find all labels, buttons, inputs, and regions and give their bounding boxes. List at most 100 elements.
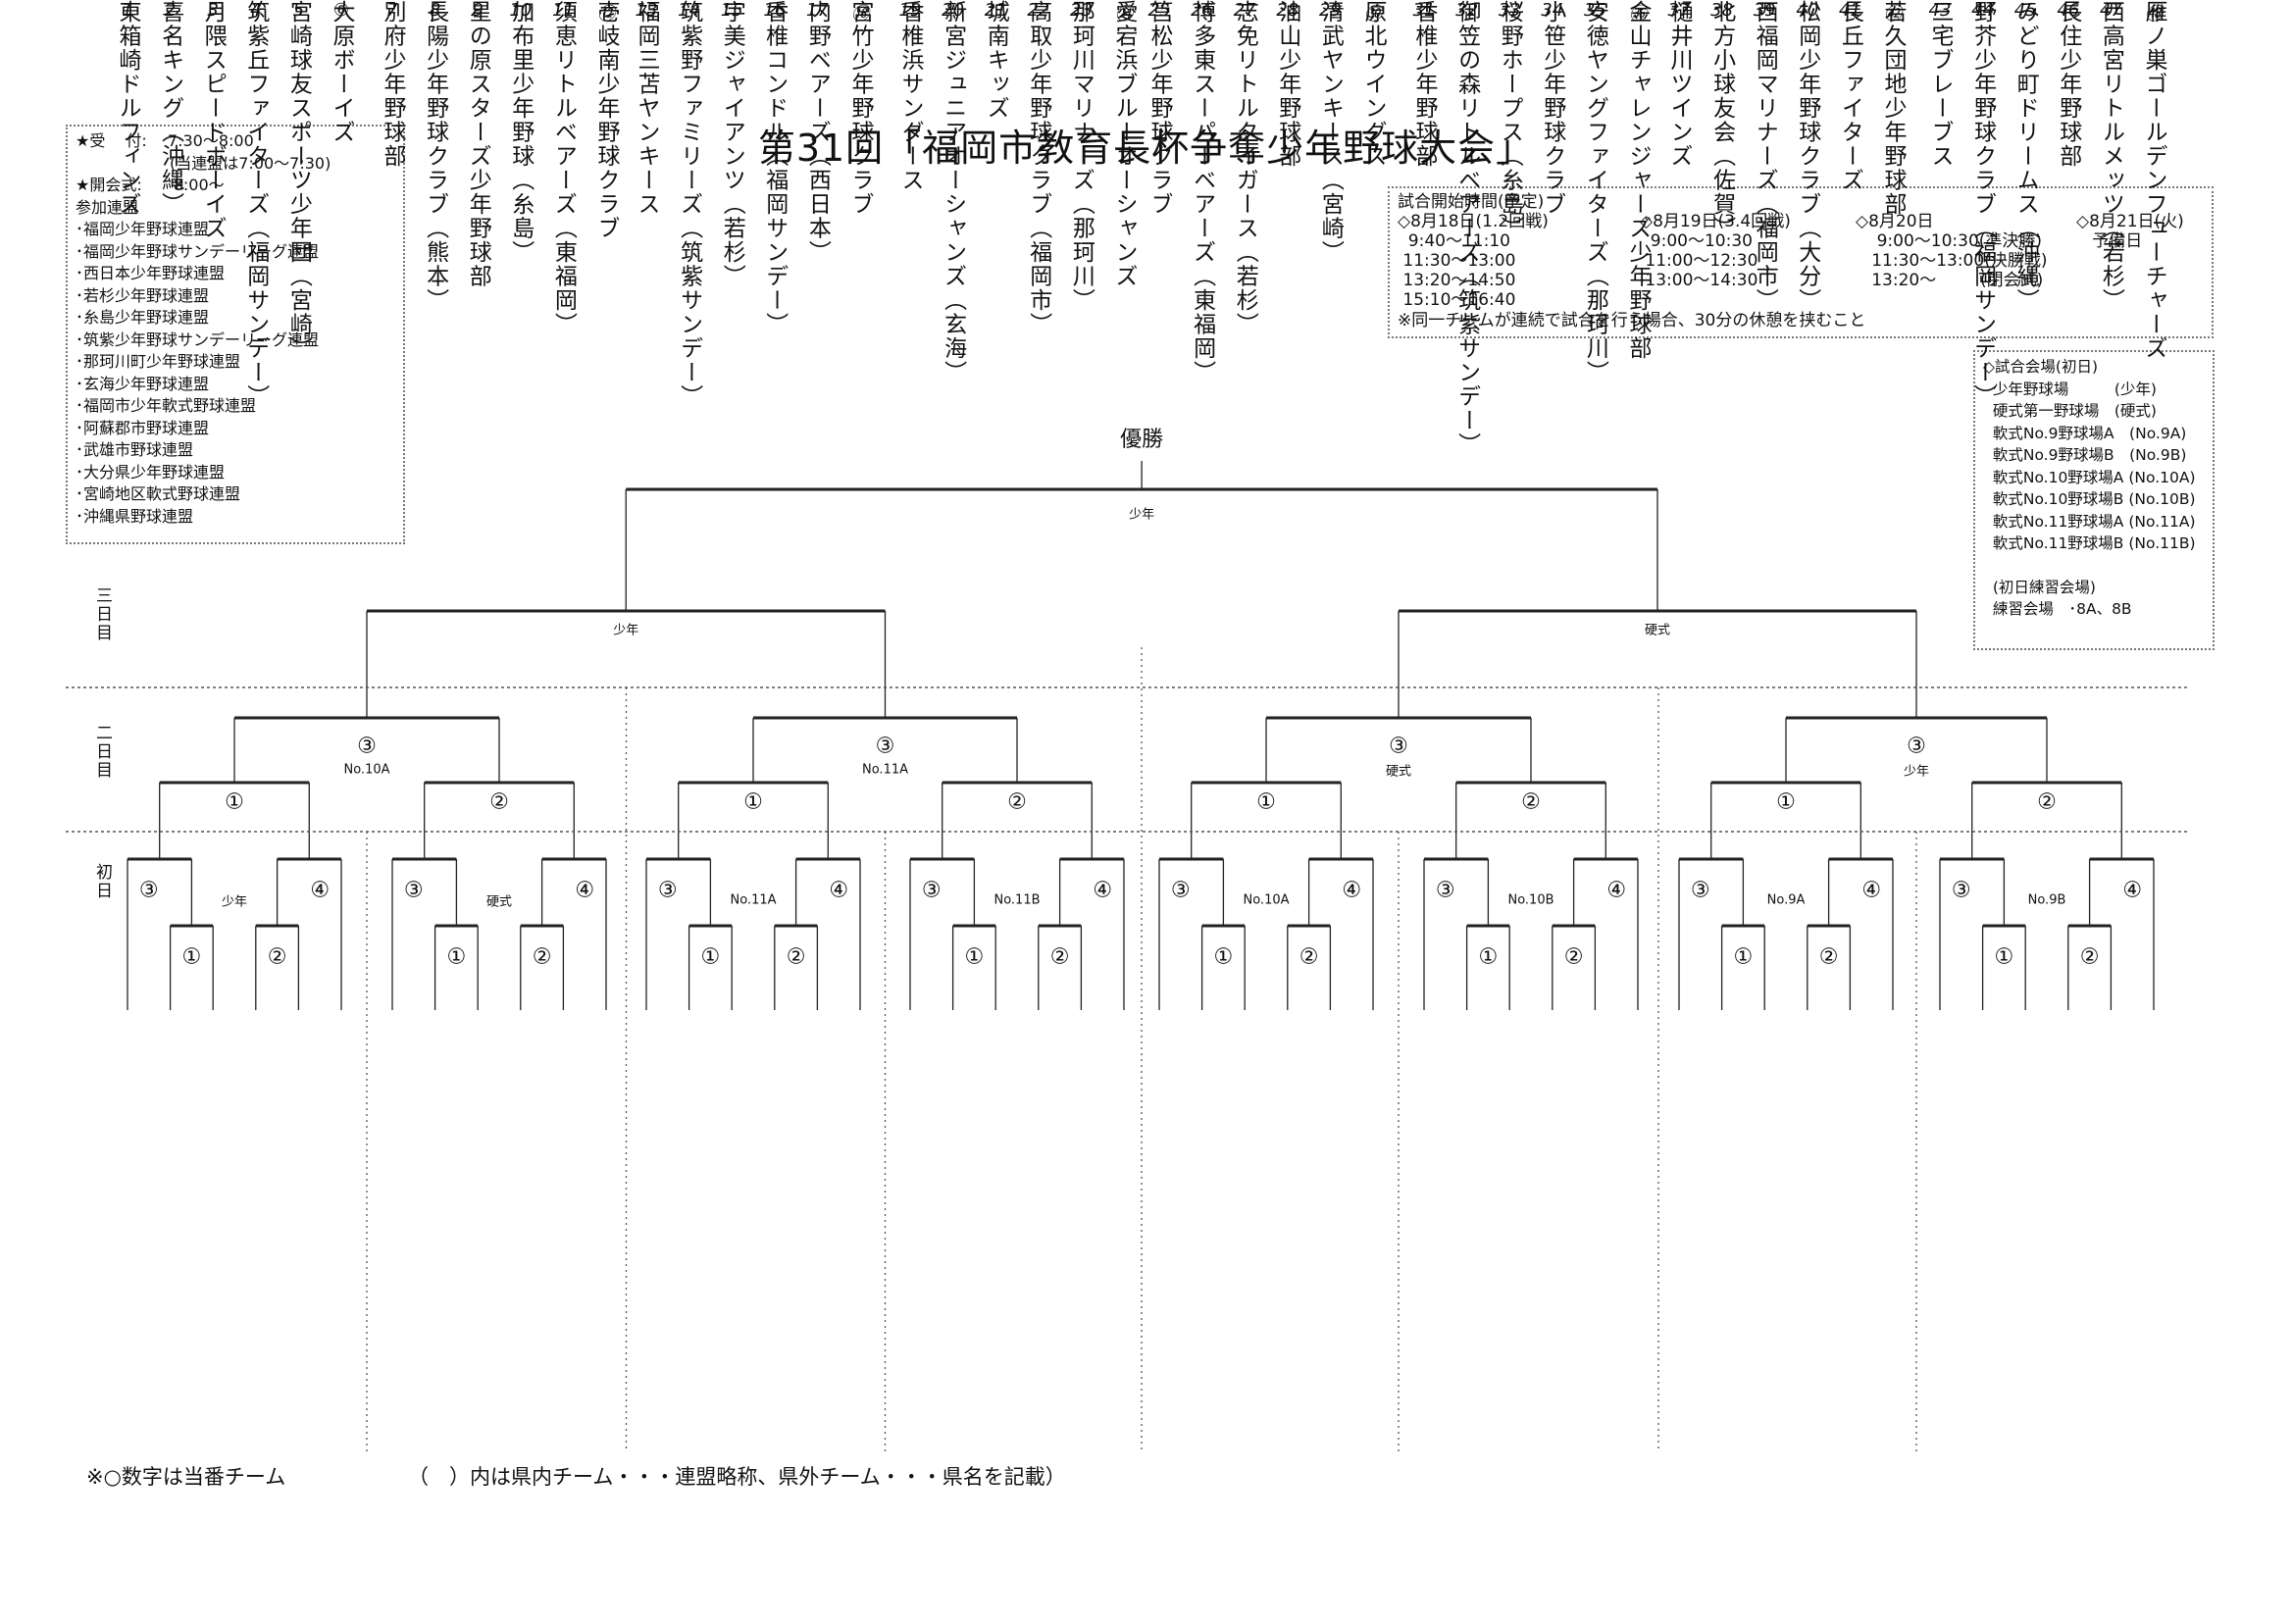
team-name: 壱岐南少年野球クラブ — [593, 0, 619, 240]
team-number: ⑱ — [851, 4, 869, 25]
team-number: 34 — [1541, 0, 1564, 21]
team-name: 清武ヤンキース（宮崎） — [1317, 0, 1344, 265]
venue-label: No.10A — [1243, 892, 1290, 908]
team-number: 33 — [1498, 0, 1521, 21]
team-name: 西福岡マリナーズ（福岡市） — [1752, 0, 1778, 313]
venue-label: 硬式 — [1644, 623, 1671, 638]
venue-line: 軟式No.10野球場A (No.10A) — [1983, 468, 2196, 486]
schedule-col-times: 予備日 — [2076, 231, 2143, 251]
team-number: 16 — [763, 0, 787, 21]
team-number: 22 — [1027, 0, 1050, 21]
venue-line: 軟式No.10野球場B (No.10B) — [1983, 490, 2196, 508]
match-number: ① — [181, 944, 202, 970]
team-name: 大原ボーイズ — [329, 0, 354, 144]
venue-line: 軟式No.9野球場B (No.9B) — [1983, 446, 2187, 464]
team-number: 9 — [472, 0, 484, 21]
team-name: 加布里少年野球（糸島） — [507, 0, 534, 265]
team-name: 星の原スターズ少年野球部 — [465, 0, 491, 288]
footer-note-parentheses: （ ）内は県内チーム・・・連盟略称、県外チーム・・・県名を記載） — [408, 1465, 1066, 1489]
match-number: ③ — [403, 878, 424, 903]
info-line: ･武雄市野球連盟 — [76, 440, 194, 459]
match-number: ② — [1007, 789, 1027, 815]
venue-box: ◇試合会場(初日) 少年野球場 (少年) 硬式第一野球場 (硬式) 軟式No.9… — [1973, 350, 2215, 650]
info-line: ･福岡市少年軟式野球連盟 — [76, 396, 257, 415]
schedule-col-times: 9:00～10:30(準決勝) 11:30～13:00(決勝戦) 13:20～ … — [1871, 231, 2048, 290]
team-number: 17 — [805, 0, 829, 21]
match-number: ① — [700, 944, 721, 970]
team-name: 油山少年野球部 — [1274, 0, 1300, 169]
team-name: 宮崎球友スポーツ少年団（宮崎） — [285, 0, 312, 361]
schedule-col-head: ◇8月21日(火) — [2076, 212, 2184, 231]
team-number: 13 — [635, 0, 658, 21]
match-number: ① — [1776, 789, 1796, 815]
match-number: ③ — [875, 734, 895, 759]
team-name: 香椎浜サンダース — [897, 0, 923, 192]
match-number: ① — [225, 789, 244, 815]
schedule-col-head: ◇8月19日(3.4回戦) — [1640, 212, 1791, 231]
team-name: 松岡少年野球クラブ（大分） — [1794, 0, 1820, 313]
page-title: 第31回「福岡市教育長杯争奪少年野球大会」 — [757, 127, 1535, 170]
info-line: ･玄海少年野球連盟 — [76, 374, 210, 393]
team-number: 35 — [1583, 0, 1606, 21]
team-name: 宇美ジャイアンツ（若杉） — [719, 0, 745, 288]
team-name: 長住少年野球部 — [2055, 0, 2081, 169]
match-number: ③ — [1690, 878, 1710, 903]
schedule-col-head: ◇8月20日 — [1856, 212, 1934, 231]
match-number: ④ — [2122, 878, 2143, 903]
venue-line: 軟式No.11野球場A (No.11A) — [1983, 512, 2196, 531]
team-number: 15 — [720, 0, 743, 21]
team-number: 27 — [1233, 0, 1256, 21]
info-line: 参加連盟 — [76, 197, 139, 217]
team-number: ⑫ — [597, 4, 615, 25]
venue-label: No.11A — [861, 762, 909, 778]
match-number: ② — [532, 944, 552, 970]
team-name: 東箱崎ドルフィンズ — [115, 0, 140, 217]
team-name: 筥松少年野球クラブ — [1146, 0, 1172, 217]
schedule-col-head: ◇8月18日(1.2回戦) — [1398, 212, 1549, 231]
team-number: 10 — [509, 0, 533, 21]
match-number: ④ — [829, 878, 849, 903]
match-number: ③ — [138, 878, 159, 903]
match-number: ④ — [575, 878, 595, 903]
match-number: ② — [1521, 789, 1541, 815]
team-number: ⑥ — [332, 0, 350, 21]
team-number: 47 — [2099, 0, 2122, 21]
info-line: ･阿蘇郡市野球連盟 — [76, 418, 210, 437]
team-name: 那珂川マリナーズ（那珂川） — [1068, 0, 1095, 313]
match-number: ② — [489, 789, 509, 815]
schedule-col-1: ◇8月18日(1.2回戦) 9:40～11:10 11:30～13:00 13:… — [1398, 212, 1549, 310]
match-number: ① — [1733, 944, 1754, 970]
match-number: ② — [786, 944, 806, 970]
venue-label: 少年 — [1903, 764, 1930, 780]
team-number: 37 — [1667, 0, 1691, 21]
venue-label: No.9A — [1766, 892, 1806, 908]
match-number: ① — [1256, 789, 1276, 815]
team-number: 8 — [429, 0, 441, 21]
team-name: 三宅ブレーブス — [1927, 0, 1953, 169]
info-line: ･福岡少年野球連盟 — [76, 220, 210, 238]
info-line: ･糸島少年野球連盟 — [76, 308, 210, 327]
match-number: ③ — [1435, 878, 1455, 903]
match-number: ① — [964, 944, 985, 970]
info-line: ･西日本少年野球連盟 — [76, 264, 226, 282]
team-number: 21 — [984, 0, 1007, 21]
team-name: 城南キッズ — [983, 0, 1009, 121]
match-number: ② — [2037, 789, 2057, 815]
match-number: ④ — [310, 878, 331, 903]
team-number: 29 — [1318, 0, 1342, 21]
team-name: 喜名キング（沖縄） — [157, 0, 183, 217]
team-number: ㉚ — [1364, 4, 1382, 25]
schedule-col-times: 9:00～10:30 11:00～12:30 13:00～14:30 — [1645, 231, 1758, 290]
champion-label: 優勝 — [1120, 428, 1164, 452]
team-number: 28 — [1276, 0, 1299, 21]
team-number: 5 — [292, 0, 305, 21]
venue-label: No.11B — [993, 892, 1041, 908]
team-name: 御笠の森リトルベアーズ（筑紫サンデー） — [1453, 0, 1480, 457]
team-number: 1 — [122, 0, 133, 21]
day3-label: 三日目 — [92, 586, 112, 642]
team-name: 宮竹少年野球クラブ — [847, 0, 873, 217]
team-name: 筑紫野ファミリーズ（筑紫サンデー） — [676, 0, 702, 409]
info-box: ★受 付: 7:30～8:00 (当連盟は7:00～7:30)★開会式: 8:0… — [66, 125, 405, 544]
team-number: ㉔ — [1115, 4, 1133, 25]
team-name: 安徳ヤングファイターズ（那珂川） — [1582, 0, 1608, 384]
